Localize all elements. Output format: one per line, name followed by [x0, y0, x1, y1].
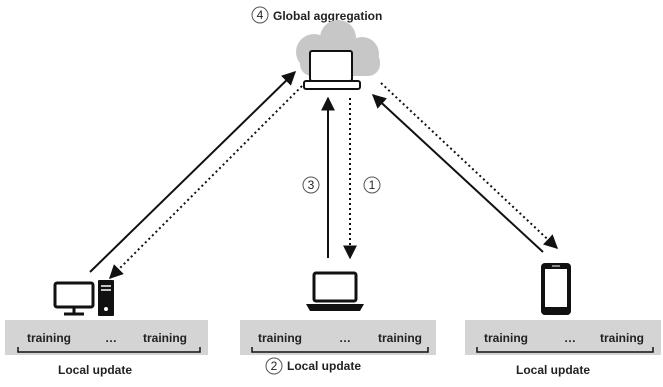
step-1-number: 1: [369, 178, 376, 192]
left-upload-arrow: [89, 71, 297, 273]
right-bracket: [476, 347, 654, 353]
middle-bracket: [251, 347, 429, 353]
step-2-circle: [265, 357, 283, 375]
global-aggregation-title: 4 Global aggregation: [251, 6, 382, 24]
right-ellipsis: …: [564, 331, 576, 345]
smartphone-icon: [541, 263, 571, 315]
step-2-number: 2: [271, 359, 278, 373]
step-1: 1: [363, 176, 381, 194]
right-training-end: training: [600, 331, 644, 345]
middle-training-end: training: [378, 331, 422, 345]
laptop-icon: [306, 271, 364, 311]
step-3: 3: [302, 176, 320, 194]
left-download-arrow: [109, 85, 303, 279]
right-local-update-label: Local update: [516, 363, 590, 377]
middle-ellipsis: …: [339, 331, 351, 345]
desktop-computer-icon: [53, 280, 114, 316]
client-left-training-bar: training … training: [5, 320, 208, 355]
left-ellipsis: …: [105, 331, 117, 345]
server-laptop-icon: [303, 50, 361, 90]
right-download-arrow: [380, 82, 559, 249]
left-training-end: training: [143, 331, 187, 345]
client-right-training-bar: training … training: [465, 320, 661, 355]
middle-training-start: training: [258, 331, 302, 345]
middle-local-update-caption: 2 Local update: [265, 357, 361, 375]
step-4-number: 4: [257, 8, 264, 22]
left-training-start: training: [27, 331, 71, 345]
middle-local-update-label: Local update: [287, 359, 361, 373]
cloud-server: [296, 20, 380, 90]
step-4-circle: [251, 6, 269, 24]
right-upload-arrow: [371, 94, 544, 253]
step-3-number: 3: [308, 178, 315, 192]
global-aggregation-label: Global aggregation: [273, 9, 382, 23]
right-training-start: training: [484, 331, 528, 345]
arrows: [89, 71, 559, 279]
client-middle-training-bar: training … training: [240, 320, 436, 355]
left-bracket: [17, 347, 201, 353]
left-local-update-label: Local update: [58, 363, 132, 377]
